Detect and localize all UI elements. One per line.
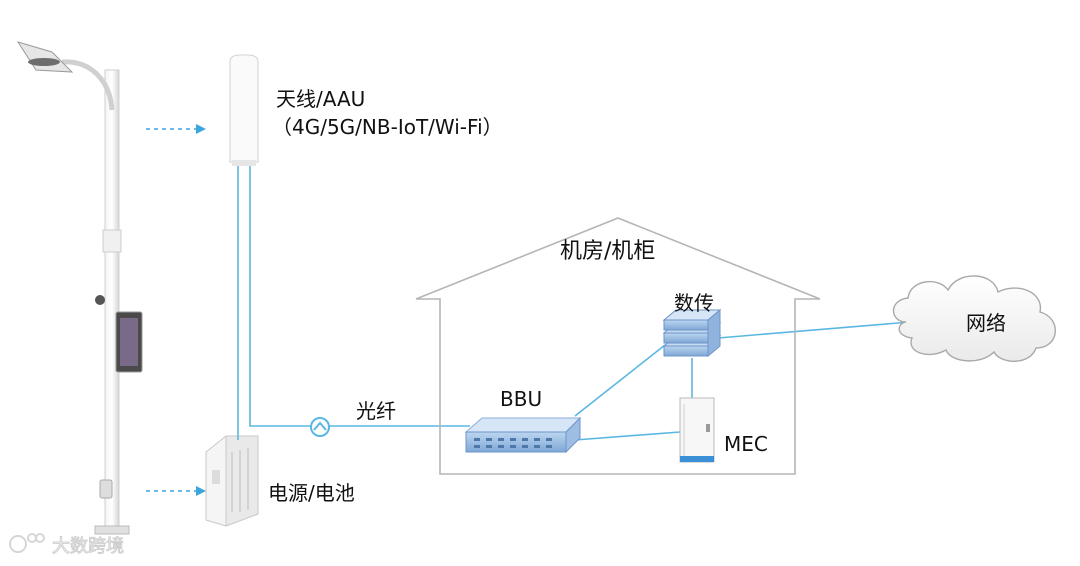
power-label: 电源/电池	[268, 481, 355, 505]
power-battery-cabinet	[205, 435, 259, 527]
mec-label: MEC	[724, 432, 768, 456]
antenna-aau	[229, 54, 259, 166]
link-transmission-network	[717, 321, 911, 339]
pole-to-antenna-arrow	[146, 124, 206, 134]
link-bbu-transmission	[574, 344, 666, 417]
watermark-text: 大数跨境	[52, 536, 124, 557]
connection-links	[237, 166, 911, 441]
machine-room-outline	[415, 217, 821, 475]
watermark: 大数跨境	[9, 533, 125, 558]
transmission-stack	[662, 308, 722, 358]
bbu-rack	[464, 416, 582, 454]
mec-server	[679, 397, 715, 463]
street-light-pole	[16, 41, 143, 535]
network-label: 网络	[966, 311, 1006, 335]
antenna-label-line2: （4G/5G/NB-IoT/Wi-Fi）	[272, 115, 503, 139]
room-label: 机房/机柜	[560, 239, 655, 264]
pole-to-power-arrow	[146, 486, 206, 496]
bbu-label: BBU	[500, 387, 542, 411]
network-cloud	[892, 275, 1056, 362]
antenna-label-line1: 天线/AAU	[276, 87, 365, 111]
fiber-label: 光纤	[356, 399, 396, 423]
fiber-connector-icon	[310, 417, 330, 437]
transmission-label: 数传	[674, 291, 714, 315]
link-bbu-mec	[574, 431, 681, 441]
link-antenna-fiber-bbu	[249, 166, 470, 427]
